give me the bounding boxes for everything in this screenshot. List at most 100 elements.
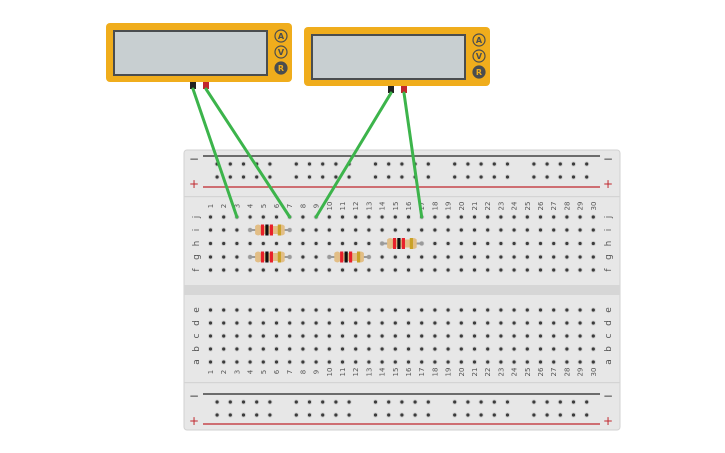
rail-hole-top[interactable]: [426, 175, 430, 179]
rail-hole-bottom[interactable]: [321, 400, 325, 404]
rail-hole-top[interactable]: [294, 175, 298, 179]
rail-hole-top[interactable]: [492, 162, 496, 166]
rail-hole-top[interactable]: [387, 175, 391, 179]
rail-hole-top[interactable]: [321, 162, 325, 166]
rail-hole-top[interactable]: [492, 175, 496, 179]
hole-c8[interactable]: [301, 334, 305, 338]
hole-e1[interactable]: [208, 308, 213, 312]
hole-j18[interactable]: [433, 215, 437, 219]
rail-hole-bottom[interactable]: [413, 413, 417, 417]
hole-f27[interactable]: [552, 268, 556, 272]
hole-b17[interactable]: [420, 347, 424, 351]
hole-a15[interactable]: [393, 360, 397, 364]
hole-e18[interactable]: [433, 308, 437, 312]
rail-hole-top[interactable]: [571, 175, 576, 179]
hole-c15[interactable]: [393, 334, 397, 338]
hole-c23[interactable]: [499, 334, 503, 338]
hole-f8[interactable]: [301, 268, 305, 272]
rail-hole-bottom[interactable]: [334, 413, 338, 417]
resistor-R1[interactable]: [248, 224, 292, 236]
multimeter[interactable]: AVR: [106, 23, 292, 89]
hole-b1[interactable]: [208, 347, 213, 351]
hole-e28[interactable]: [565, 308, 569, 312]
hole-a19[interactable]: [446, 360, 450, 364]
hole-f11[interactable]: [340, 268, 345, 272]
hole-a25[interactable]: [525, 360, 529, 364]
hole-b14[interactable]: [380, 347, 384, 351]
hole-c4[interactable]: [248, 334, 252, 338]
hole-i29[interactable]: [578, 228, 582, 232]
hole-c27[interactable]: [552, 334, 556, 338]
hole-e24[interactable]: [512, 308, 516, 312]
hole-c16[interactable]: [406, 334, 411, 338]
hole-i30[interactable]: [591, 228, 595, 232]
hole-a18[interactable]: [433, 360, 437, 364]
rail-hole-bottom[interactable]: [347, 400, 351, 404]
hole-e5[interactable]: [261, 308, 265, 312]
hole-i22[interactable]: [486, 228, 490, 232]
hole-d7[interactable]: [288, 321, 292, 325]
rail-hole-bottom[interactable]: [268, 400, 272, 404]
rail-hole-bottom[interactable]: [255, 400, 259, 404]
hole-b25[interactable]: [525, 347, 529, 351]
rail-hole-top[interactable]: [466, 162, 470, 166]
hole-a30[interactable]: [591, 360, 595, 364]
hole-b22[interactable]: [486, 347, 490, 351]
hole-h19[interactable]: [446, 241, 450, 246]
hole-h28[interactable]: [565, 241, 569, 246]
hole-j16[interactable]: [406, 215, 411, 219]
hole-g8[interactable]: [301, 255, 305, 259]
hole-h13[interactable]: [367, 241, 371, 246]
rail-hole-top[interactable]: [558, 162, 562, 166]
resistors[interactable]: [248, 224, 424, 263]
rail-hole-bottom[interactable]: [571, 413, 576, 417]
hole-i28[interactable]: [565, 228, 569, 232]
hole-g27[interactable]: [552, 255, 556, 259]
hole-a6[interactable]: [274, 360, 279, 364]
rail-hole-bottom[interactable]: [215, 413, 219, 417]
rail-hole-top[interactable]: [479, 162, 483, 166]
hole-g21[interactable]: [472, 255, 477, 259]
red-probe-wire[interactable]: [402, 91, 424, 219]
hole-f28[interactable]: [565, 268, 569, 272]
hole-a28[interactable]: [565, 360, 569, 364]
hole-a12[interactable]: [354, 360, 358, 364]
rail-hole-top[interactable]: [228, 162, 232, 166]
hole-h2[interactable]: [222, 241, 226, 246]
hole-e20[interactable]: [459, 308, 463, 312]
rail-hole-top[interactable]: [571, 162, 576, 166]
rail-hole-bottom[interactable]: [466, 400, 470, 404]
rail-hole-bottom[interactable]: [268, 413, 272, 417]
hole-h26[interactable]: [538, 241, 543, 246]
hole-d5[interactable]: [261, 321, 265, 325]
hole-c3[interactable]: [235, 334, 239, 338]
hole-j23[interactable]: [499, 215, 503, 219]
rail-hole-bottom[interactable]: [426, 400, 430, 404]
hole-g17[interactable]: [420, 255, 424, 259]
hole-i21[interactable]: [472, 228, 477, 232]
hole-f16[interactable]: [406, 268, 411, 272]
hole-f29[interactable]: [578, 268, 582, 272]
hole-c2[interactable]: [222, 334, 226, 338]
hole-g2[interactable]: [222, 255, 226, 259]
hole-e29[interactable]: [578, 308, 582, 312]
hole-b3[interactable]: [235, 347, 239, 351]
rail-hole-bottom[interactable]: [492, 413, 496, 417]
hole-d10[interactable]: [327, 321, 331, 325]
hole-d4[interactable]: [248, 321, 252, 325]
hole-b16[interactable]: [406, 347, 411, 351]
hole-i25[interactable]: [525, 228, 529, 232]
rail-hole-top[interactable]: [532, 162, 536, 166]
hole-a14[interactable]: [380, 360, 384, 364]
hole-a23[interactable]: [499, 360, 503, 364]
hole-e7[interactable]: [288, 308, 292, 312]
hole-h4[interactable]: [248, 241, 252, 246]
rail-hole-bottom[interactable]: [453, 400, 457, 404]
hole-b10[interactable]: [327, 347, 331, 351]
hole-j25[interactable]: [525, 215, 529, 219]
hole-a16[interactable]: [406, 360, 411, 364]
mode-button-resistance[interactable]: R: [472, 65, 486, 79]
rail-hole-top[interactable]: [334, 162, 338, 166]
rail-hole-top[interactable]: [321, 175, 325, 179]
hole-e21[interactable]: [472, 308, 477, 312]
